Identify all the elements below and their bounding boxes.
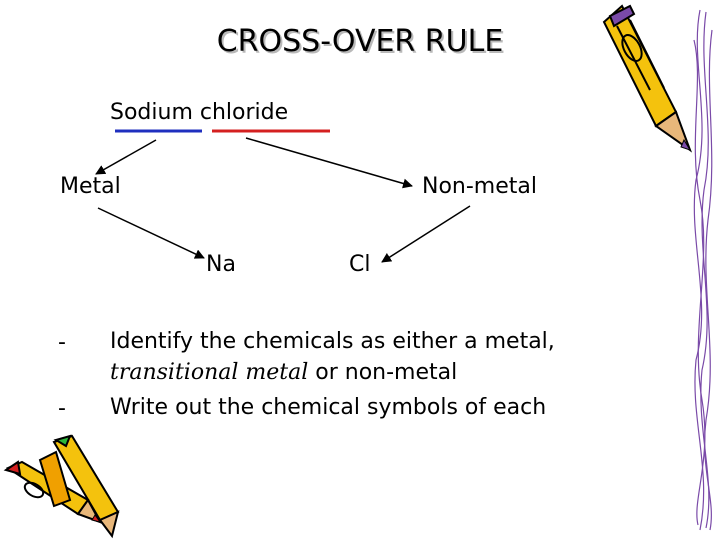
bullet-item-1: Identify the chemicals as either a metal…	[110, 326, 670, 388]
nonmetal-label: Non-metal	[422, 174, 537, 199]
metal-label: Metal	[60, 174, 121, 199]
pencil-icon	[602, 4, 693, 153]
bullet-1-line-2: transitional metal or non-metal	[110, 357, 670, 388]
slide-title: CROSS-OVER RULE	[216, 24, 504, 59]
scribble-border	[693, 9, 713, 531]
nonmetal-symbol: Cl	[349, 252, 371, 277]
compound-name: Sodium chloride	[110, 100, 288, 125]
pencils-icon	[3, 434, 120, 539]
compound-word-sodium: Sodium	[110, 100, 193, 125]
italic-term: transitional metal	[110, 360, 309, 385]
arrow-sodium-to-metal	[95, 139, 157, 175]
compound-word-chloride: chloride	[199, 100, 289, 125]
bullet-1-line-2-rest: or non-metal	[308, 360, 458, 385]
bullet-marker-2: -	[58, 396, 66, 421]
metal-symbol: Na	[206, 252, 236, 277]
bullet-1-line-1: Identify the chemicals as either a metal…	[110, 329, 555, 354]
bullet-marker-1: -	[58, 330, 66, 355]
bullet-item-2: Write out the chemical symbols of each	[110, 395, 547, 420]
arrow-chloride-to-nonmetal	[245, 137, 413, 189]
arrow-metal-to-na	[97, 207, 205, 259]
arrow-nonmetal-to-cl	[381, 205, 471, 263]
